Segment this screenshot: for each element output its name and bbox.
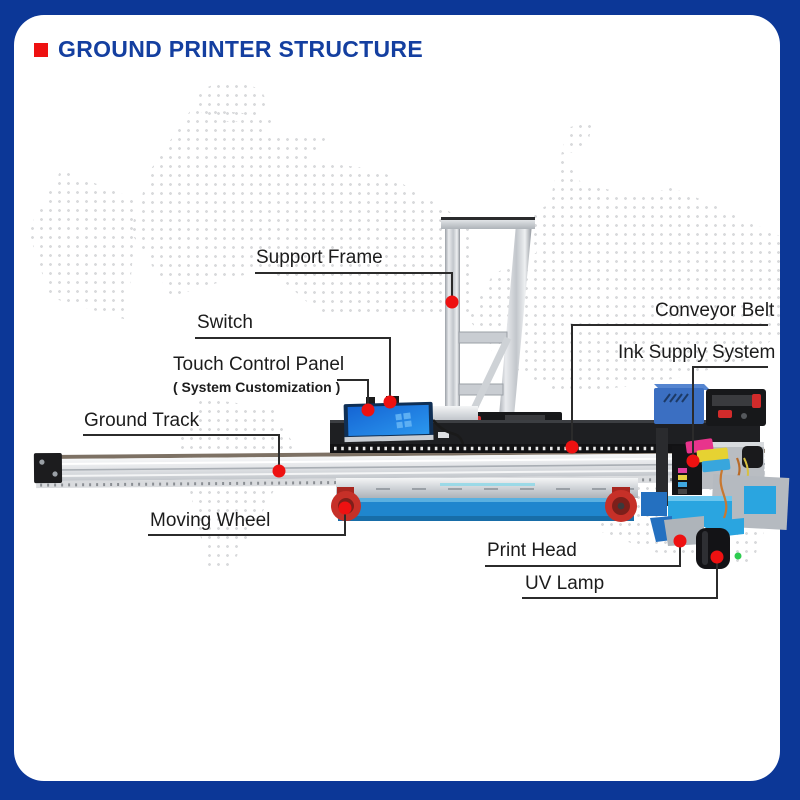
callout-dot-touch-control-panel: [361, 403, 375, 417]
callout-dot-print-head: [673, 534, 687, 548]
callout-lines: [83, 272, 768, 599]
label-ink-supply-system: Ink Supply System: [618, 342, 776, 363]
windows-logo: [395, 412, 412, 429]
callout-line-support-frame: [255, 272, 453, 300]
head-blue-block-left: [641, 492, 667, 516]
ink-cartridge-cyan: [701, 458, 731, 473]
callout-line-moving-wheel: [148, 510, 346, 536]
label-uv-lamp: UV Lamp: [525, 573, 605, 594]
ground-track-end-block: [33, 452, 63, 484]
support-frame-right-post: [497, 224, 532, 438]
panel-cable: [432, 419, 465, 445]
callout-dot-switch: [383, 395, 397, 409]
callout-dot-ground-track: [272, 464, 286, 478]
uv-lamp-part: [696, 528, 730, 569]
label-print-head: Print Head: [487, 540, 577, 561]
callout-dot-moving-wheel: [338, 501, 352, 515]
callout-dot-support-frame: [445, 295, 459, 309]
callout-line-touch-control-panel: [337, 379, 369, 407]
switch-button-left: [366, 397, 375, 404]
title-bullet-icon: [34, 42, 48, 57]
label-ground-track: Ground Track: [84, 410, 200, 431]
label-support-frame: Support Frame: [256, 247, 383, 268]
panel-screen: [347, 404, 430, 437]
callout-dots: [272, 295, 724, 564]
callout-line-conveyor-belt: [571, 324, 768, 445]
page-header: GROUND PRINTER STRUCTURE: [34, 36, 423, 63]
callout-line-print-head: [485, 543, 681, 567]
support-frame-left-post: [445, 224, 460, 438]
world-map-dots-top: [196, 82, 266, 122]
control-box-blue: [654, 384, 710, 424]
support-frame-rung-upper: [458, 331, 508, 344]
callout-line-ground-track: [83, 434, 280, 469]
callout-line-uv-lamp: [522, 559, 718, 599]
lower-beam-part: [331, 478, 638, 522]
callout-dot-conveyor-belt: [565, 440, 579, 454]
callout-line-ink-supply-system: [692, 366, 768, 459]
clamp-unit-black: [706, 389, 766, 426]
lower-beam-blue-body: [338, 498, 634, 521]
moving-wheel-right: [605, 487, 637, 522]
label-touch-control-panel: Touch Control Panel ( System Customizati…: [173, 354, 345, 395]
conveyor-belt-strip: [330, 444, 740, 453]
callout-line-switch: [195, 337, 391, 400]
ink-cartridge-yellow: [696, 447, 729, 463]
page-title: GROUND PRINTER STRUCTURE: [58, 36, 423, 62]
label-conveyor-belt: Conveyor Belt: [655, 300, 775, 321]
callout-dot-uv-lamp: [710, 550, 724, 564]
right-top-assembly: [654, 384, 766, 426]
label-touch-control-panel-sub: ( System Customization ): [173, 378, 341, 395]
status-led: [734, 552, 742, 560]
label-switch: Switch: [197, 312, 253, 333]
label-moving-wheel: Moving Wheel: [150, 510, 271, 531]
ground-track-rack-teeth: [40, 477, 763, 487]
callout-dot-ink-supply-system: [686, 454, 700, 468]
